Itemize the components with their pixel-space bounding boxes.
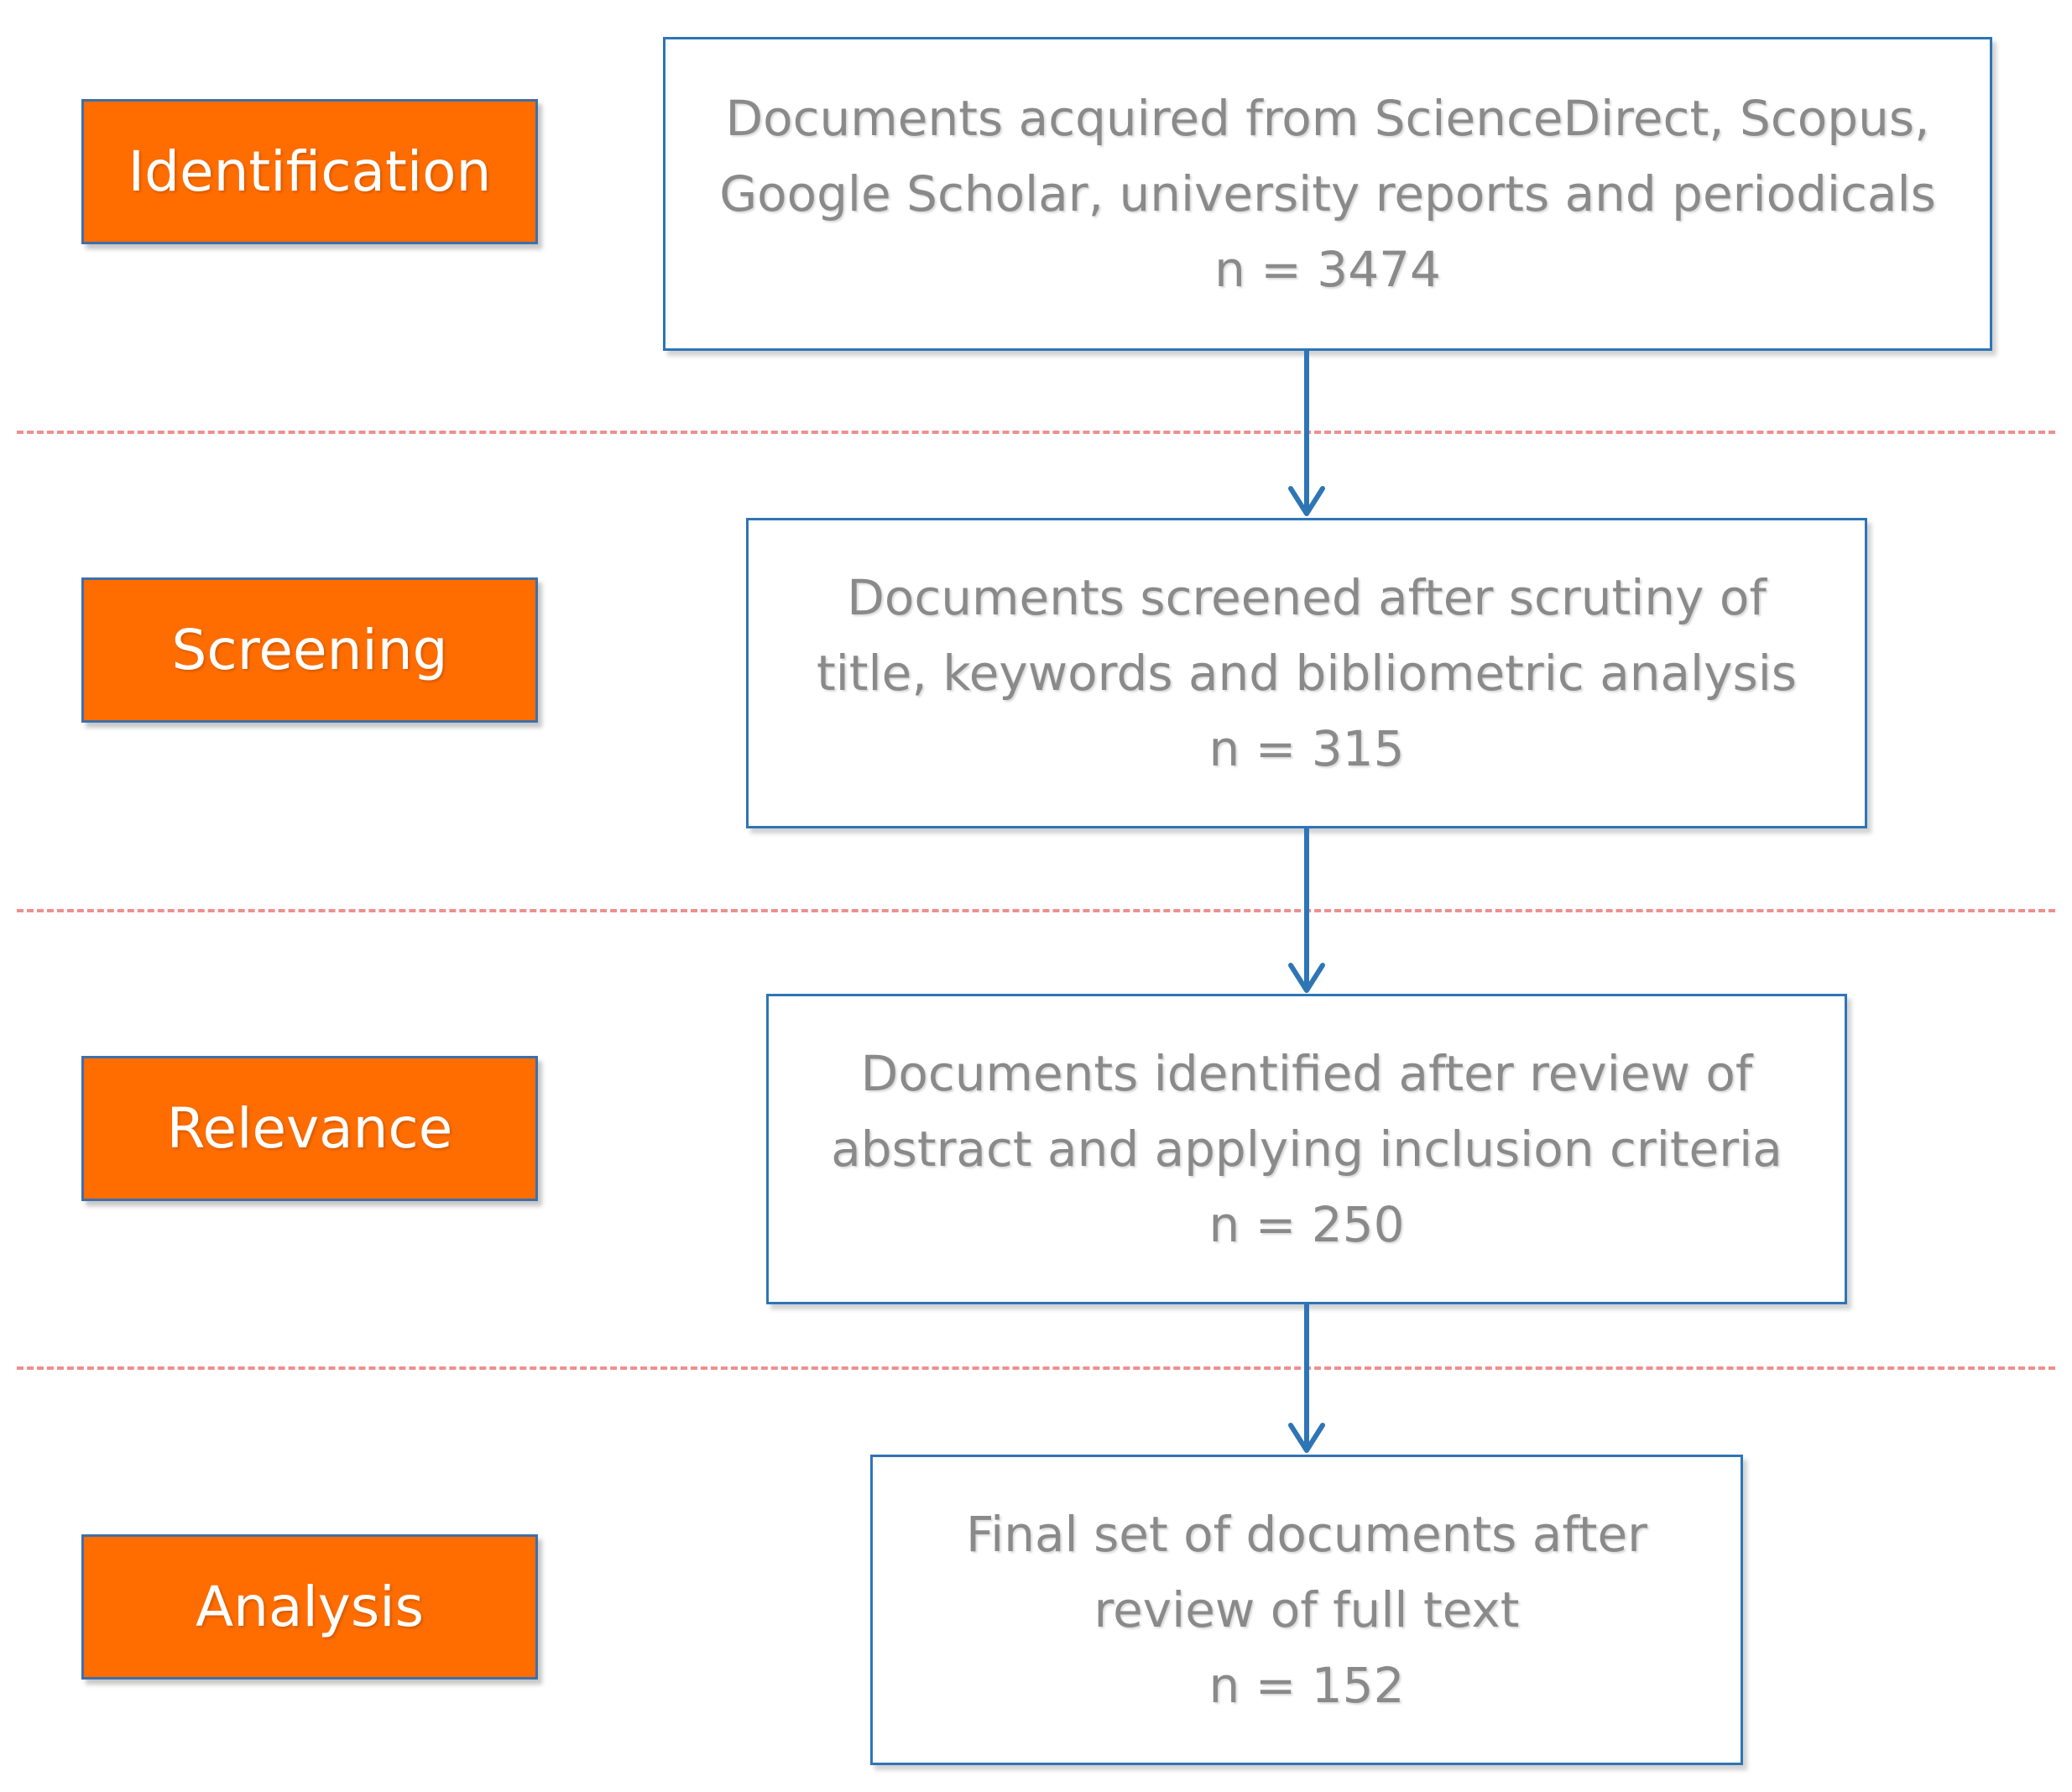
stage-label-text: Screening: [171, 618, 448, 682]
documents-screened-box: Documents screened after scrutiny of tit…: [746, 518, 1867, 828]
stage-label-identification: Identification: [81, 99, 538, 244]
down-arrow-icon: [1288, 348, 1325, 516]
stage-divider: [17, 431, 2055, 434]
stage-divider: [17, 1366, 2055, 1370]
box-text-line: Documents screened after scrutiny of: [847, 569, 1767, 626]
stage-label-screening: Screening: [81, 577, 538, 723]
stage-divider: [17, 909, 2055, 912]
box-text-line: review of full text: [1093, 1581, 1520, 1638]
box-text-line: Google Scholar, university reports and p…: [719, 165, 1936, 222]
stage-label-text: Analysis: [196, 1575, 424, 1639]
stage-label-text: Identification: [128, 139, 492, 204]
box-count: n = 152: [1208, 1657, 1405, 1714]
box-text-line: Documents identified after review of: [860, 1045, 1753, 1102]
stage-label-relevance: Relevance: [81, 1056, 538, 1201]
box-text-line: Final set of documents after: [965, 1506, 1648, 1563]
down-arrow-icon: [1288, 1302, 1325, 1453]
stage-label-text: Relevance: [166, 1096, 453, 1161]
documents-identified-box: Documents identified after review of abs…: [766, 994, 1847, 1304]
box-text-line: title, keywords and bibliometric analysi…: [816, 645, 1798, 702]
final-documents-box: Final set of documents after review of f…: [870, 1455, 1743, 1765]
down-arrow-icon: [1288, 826, 1325, 993]
box-count: n = 250: [1208, 1196, 1405, 1253]
box-count: n = 3474: [1214, 241, 1441, 298]
stage-label-analysis: Analysis: [81, 1534, 538, 1680]
box-text-line: Documents acquired from ScienceDirect, S…: [725, 90, 1930, 147]
box-text-line: abstract and applying inclusion criteria: [831, 1121, 1782, 1178]
box-count: n = 315: [1208, 720, 1405, 777]
documents-acquired-box: Documents acquired from ScienceDirect, S…: [663, 37, 1992, 351]
